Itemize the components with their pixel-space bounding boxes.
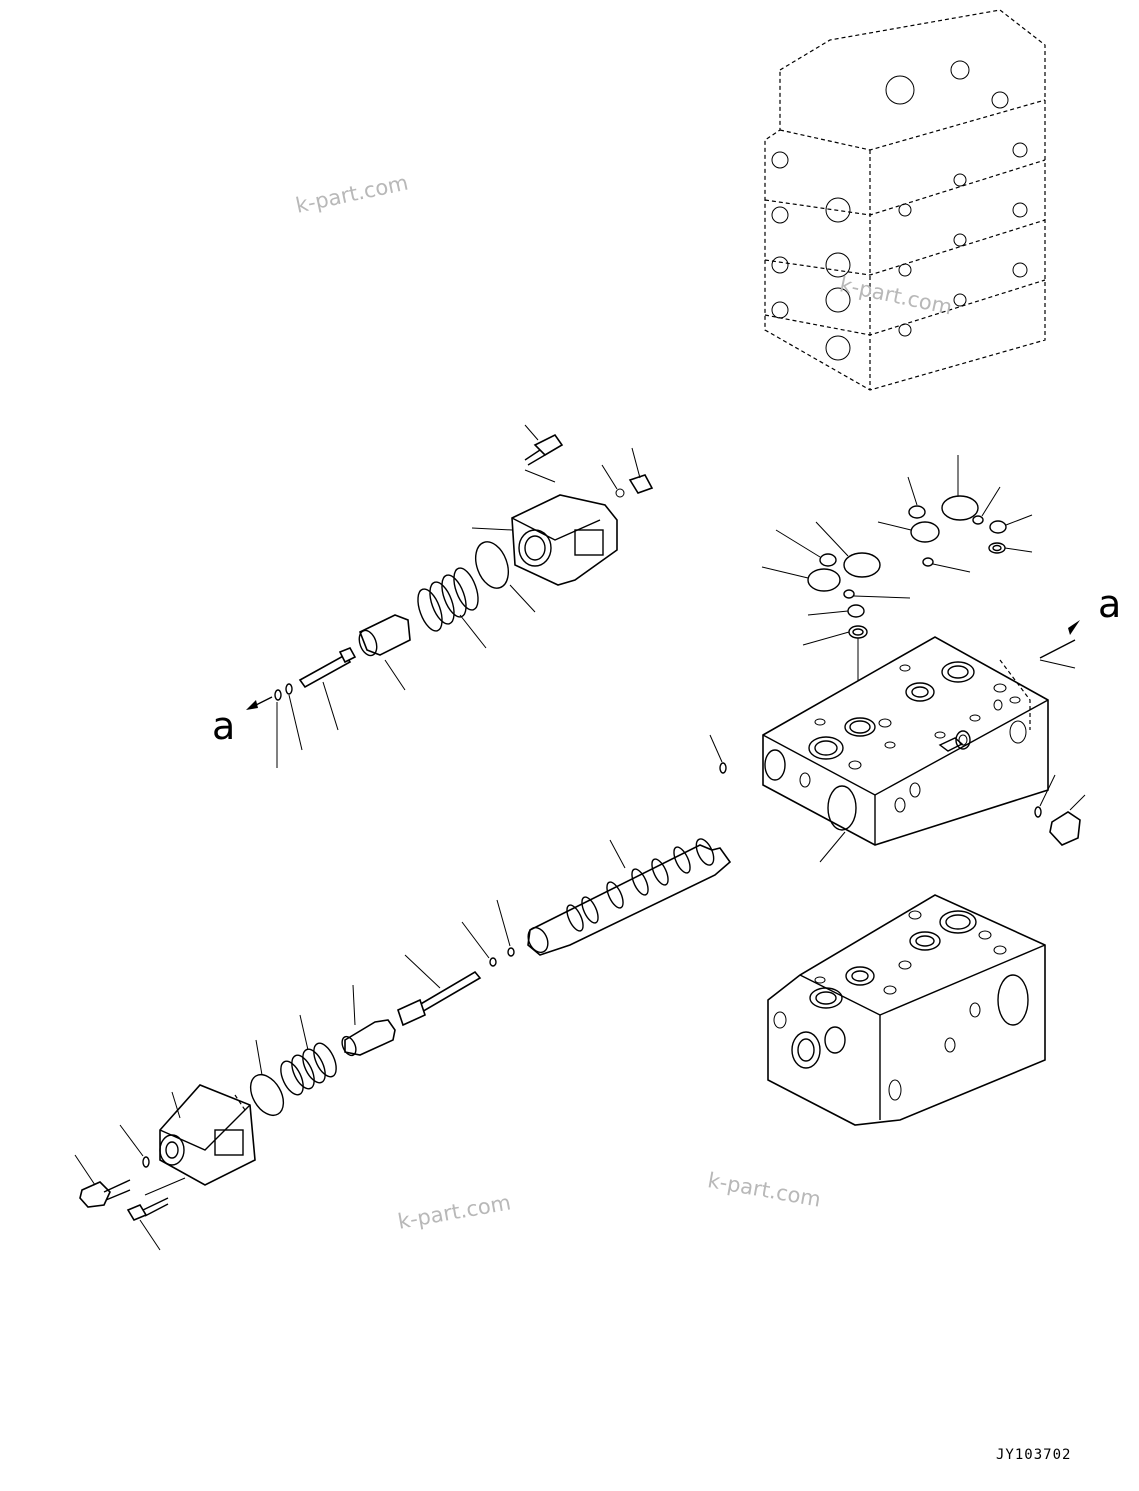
valve-stack-reference [764,9,1046,391]
callout-a-right: a [1098,582,1122,626]
upper-spring [417,567,487,649]
drawing-code: JY103702 [996,1447,1072,1463]
spool [461,838,732,967]
lower-spring [280,1014,337,1096]
callout-a-left: a [212,704,236,748]
valve-section-reference [767,894,1046,1126]
lower-spring-cap-assembly [74,954,482,1251]
main-valve-body [709,620,1086,863]
upper-spring-cap-assembly [246,424,654,768]
